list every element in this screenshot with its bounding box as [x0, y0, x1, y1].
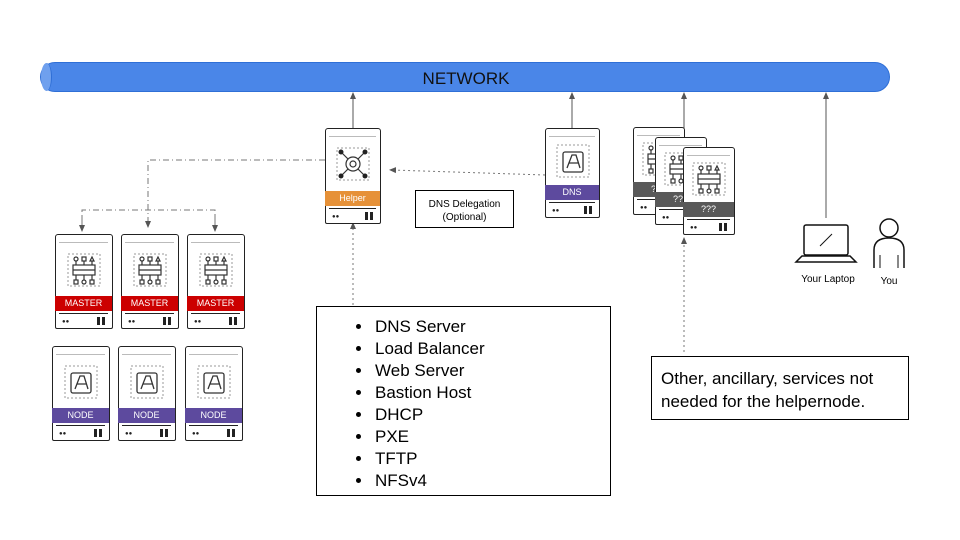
status-led-icon: ●●	[552, 208, 560, 214]
node-server: NODE ●●	[185, 346, 243, 441]
drive-bay-icon	[165, 429, 168, 437]
network-label: NETWORK	[422, 69, 510, 88]
drive-bay-icon	[102, 317, 105, 325]
server-body: NODE ●●	[185, 346, 243, 441]
router-icon	[67, 253, 101, 286]
server-label: NODE	[185, 408, 242, 423]
status-led-icon: ●●	[194, 319, 202, 325]
master-branch-link	[81, 209, 216, 225]
server-label: NODE	[52, 408, 109, 423]
other-server: ??? ●●	[683, 147, 735, 235]
server-body: Helper ●●	[325, 128, 381, 224]
status-led-icon: ●●	[640, 205, 648, 211]
dns-delegation-link	[389, 167, 546, 176]
server-body: MASTER ●●	[121, 234, 179, 329]
server-body: MASTER ●●	[187, 234, 245, 329]
service-item: TFTP	[373, 448, 610, 470]
network-bar: NETWORK	[40, 62, 890, 92]
server-body: NODE ●●	[118, 346, 176, 441]
helper-master-link	[145, 159, 325, 228]
helper-server: Helper ●●	[325, 128, 381, 224]
router-icon	[199, 253, 233, 286]
laptop-label: Your Laptop	[801, 274, 855, 285]
service-item: PXE	[373, 426, 610, 448]
server-body: DNS ●●	[545, 128, 600, 218]
status-led-icon: ●●	[125, 431, 133, 437]
service-item: Load Balancer	[373, 338, 610, 360]
app-icon	[130, 365, 164, 398]
laptop-icon	[794, 224, 858, 263]
status-led-icon: ●●	[192, 431, 200, 437]
status-led-icon: ●●	[332, 214, 340, 220]
server-body: ??? ●●	[683, 147, 735, 235]
service-item: DNS Server	[373, 316, 610, 338]
drive-bay-icon	[232, 429, 235, 437]
status-led-icon: ●●	[59, 431, 67, 437]
router-icon	[133, 253, 167, 286]
node-server: NODE ●●	[118, 346, 176, 441]
services-list: DNS ServerLoad BalancerWeb ServerBastion…	[317, 307, 610, 492]
gear-hub-icon	[336, 147, 370, 181]
drive-bay-icon	[234, 317, 237, 325]
dns-server: DNS ●●	[545, 128, 600, 218]
ancillary-line-1: Other, ancillary, services not	[661, 369, 874, 388]
person-label: You	[880, 276, 898, 287]
server-label: MASTER	[55, 296, 112, 311]
master-server: MASTER ●●	[121, 234, 179, 329]
status-led-icon: ●●	[62, 319, 70, 325]
drive-bay-icon	[99, 429, 102, 437]
app-icon	[556, 144, 589, 178]
drive-bay-icon	[168, 317, 171, 325]
drive-bay-icon	[724, 223, 727, 231]
server-label: MASTER	[121, 296, 178, 311]
status-led-icon: ●●	[662, 215, 670, 221]
ancillary-services-box: Other, ancillary, services not needed fo…	[651, 356, 909, 420]
app-icon	[197, 365, 231, 398]
server-label: Helper	[325, 191, 380, 206]
service-item: NFSv4	[373, 470, 610, 492]
master-server: MASTER ●●	[187, 234, 245, 329]
status-led-icon: ●●	[690, 225, 698, 231]
server-body: NODE ●●	[52, 346, 110, 441]
server-body: MASTER ●●	[55, 234, 113, 329]
drive-bay-icon	[589, 206, 592, 214]
ancillary-line-2: needed for the helpernode.	[661, 392, 866, 411]
node-server: NODE ●●	[52, 346, 110, 441]
service-item: Web Server	[373, 360, 610, 382]
server-label: NODE	[118, 408, 175, 423]
service-item: DHCP	[373, 404, 610, 426]
status-led-icon: ●●	[128, 319, 136, 325]
app-icon	[64, 365, 98, 398]
drive-bay-icon	[370, 212, 373, 220]
service-item: Bastion Host	[373, 382, 610, 404]
helper-services-box: DNS ServerLoad BalancerWeb ServerBastion…	[316, 306, 611, 496]
server-label: DNS	[545, 185, 599, 200]
dns-delegation-box: DNS Delegation (Optional)	[415, 190, 514, 228]
dns-delegation-optional: (Optional)	[442, 212, 487, 223]
master-server: MASTER ●●	[55, 234, 113, 329]
server-label: ???	[683, 202, 734, 217]
person-icon	[873, 218, 905, 268]
router-icon	[692, 162, 726, 196]
dns-delegation-label: DNS Delegation	[428, 199, 501, 210]
server-label: MASTER	[187, 296, 244, 311]
